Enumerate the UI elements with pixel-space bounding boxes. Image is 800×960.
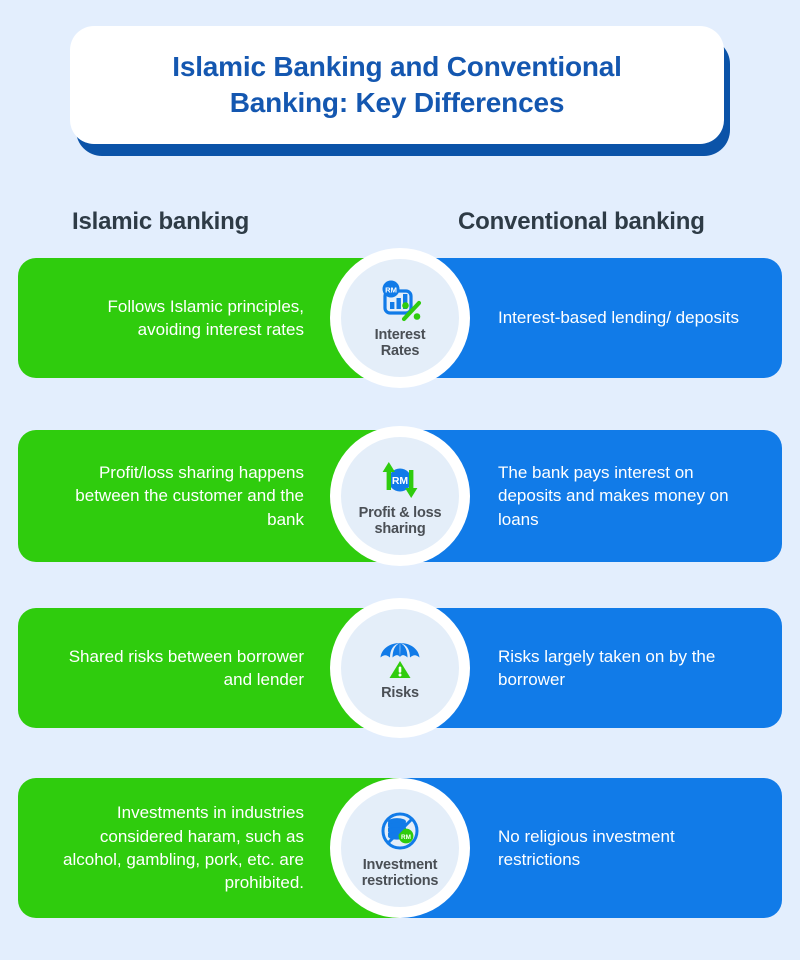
topic-hub-label-line-1: Interest: [374, 326, 426, 343]
page-title-line-1: Islamic Banking and Conventional: [172, 51, 622, 83]
topic-hub-inner: RM Investment restrictions: [341, 789, 459, 907]
topic-hub: RM Profit & loss sharing: [330, 426, 470, 566]
topic-hub: RM Interest Rates: [330, 248, 470, 388]
topic-hub: RM Investment restrictions: [330, 778, 470, 918]
comparison-row: Investments in industries considered har…: [0, 778, 800, 930]
svg-text:RM: RM: [392, 475, 409, 487]
comparison-row: Shared risks between borrower and lender…: [0, 598, 800, 740]
page-title: Islamic Banking and Conventional Banking…: [172, 49, 622, 121]
topic-hub-label: Profit & loss sharing: [359, 505, 442, 537]
umbrella-warning-icon: [380, 642, 420, 678]
coins-prohibited-icon: RM: [381, 812, 419, 850]
topic-hub-label-line-2: Rates: [380, 343, 420, 359]
bar-chart-percent-rm-icon: RM: [382, 280, 422, 321]
islamic-panel-text: Profit/loss sharing happens between the …: [75, 462, 304, 529]
column-header-conventional: Conventional banking: [458, 208, 705, 235]
comparison-row: Follows Islamic principles, avoiding int…: [0, 248, 800, 390]
conventional-panel-text: Interest-based lending/ deposits: [498, 308, 739, 328]
column-header-islamic: Islamic banking: [72, 208, 250, 235]
topic-hub-label: Investment restrictions: [362, 857, 439, 889]
topic-hub-label: Risks: [381, 685, 419, 701]
topic-hub-inner: RM Profit & loss sharing: [341, 437, 459, 555]
topic-hub-label-line-2: sharing: [374, 521, 426, 537]
topic-hub-label: Interest Rates: [375, 327, 426, 359]
islamic-panel-text: Investments in industries considered har…: [63, 803, 304, 893]
topic-hub: Risks: [330, 598, 470, 738]
conventional-panel-text: No religious investment restrictions: [498, 826, 675, 869]
islamic-panel-text: Follows Islamic principles, avoiding int…: [107, 296, 305, 339]
topic-hub-label-line-2: restrictions: [361, 873, 439, 889]
arrows-up-down-rm-icon: RM: [382, 461, 418, 498]
topic-hub-inner: RM Interest Rates: [341, 259, 459, 377]
topic-hub-label-line-1: Risks: [381, 684, 419, 701]
conventional-panel-text: Risks largely taken on by the borrower: [498, 646, 716, 689]
title-card: Islamic Banking and Conventional Banking…: [70, 26, 724, 144]
islamic-panel-text: Shared risks between borrower and lender: [68, 646, 304, 689]
topic-hub-label-line-1: Investment: [362, 856, 438, 873]
title-card-wrapper: Islamic Banking and Conventional Banking…: [70, 26, 730, 156]
svg-text:RM: RM: [385, 285, 397, 294]
topic-hub-inner: Risks: [341, 609, 459, 727]
comparison-row: Profit/loss sharing happens between the …: [0, 426, 800, 574]
topic-hub-label-line-1: Profit & loss: [358, 504, 442, 521]
svg-text:RM: RM: [401, 834, 411, 841]
page-title-line-2: Banking: Key Differences: [229, 87, 565, 118]
conventional-panel-text: The bank pays interest on deposits and m…: [498, 462, 729, 529]
